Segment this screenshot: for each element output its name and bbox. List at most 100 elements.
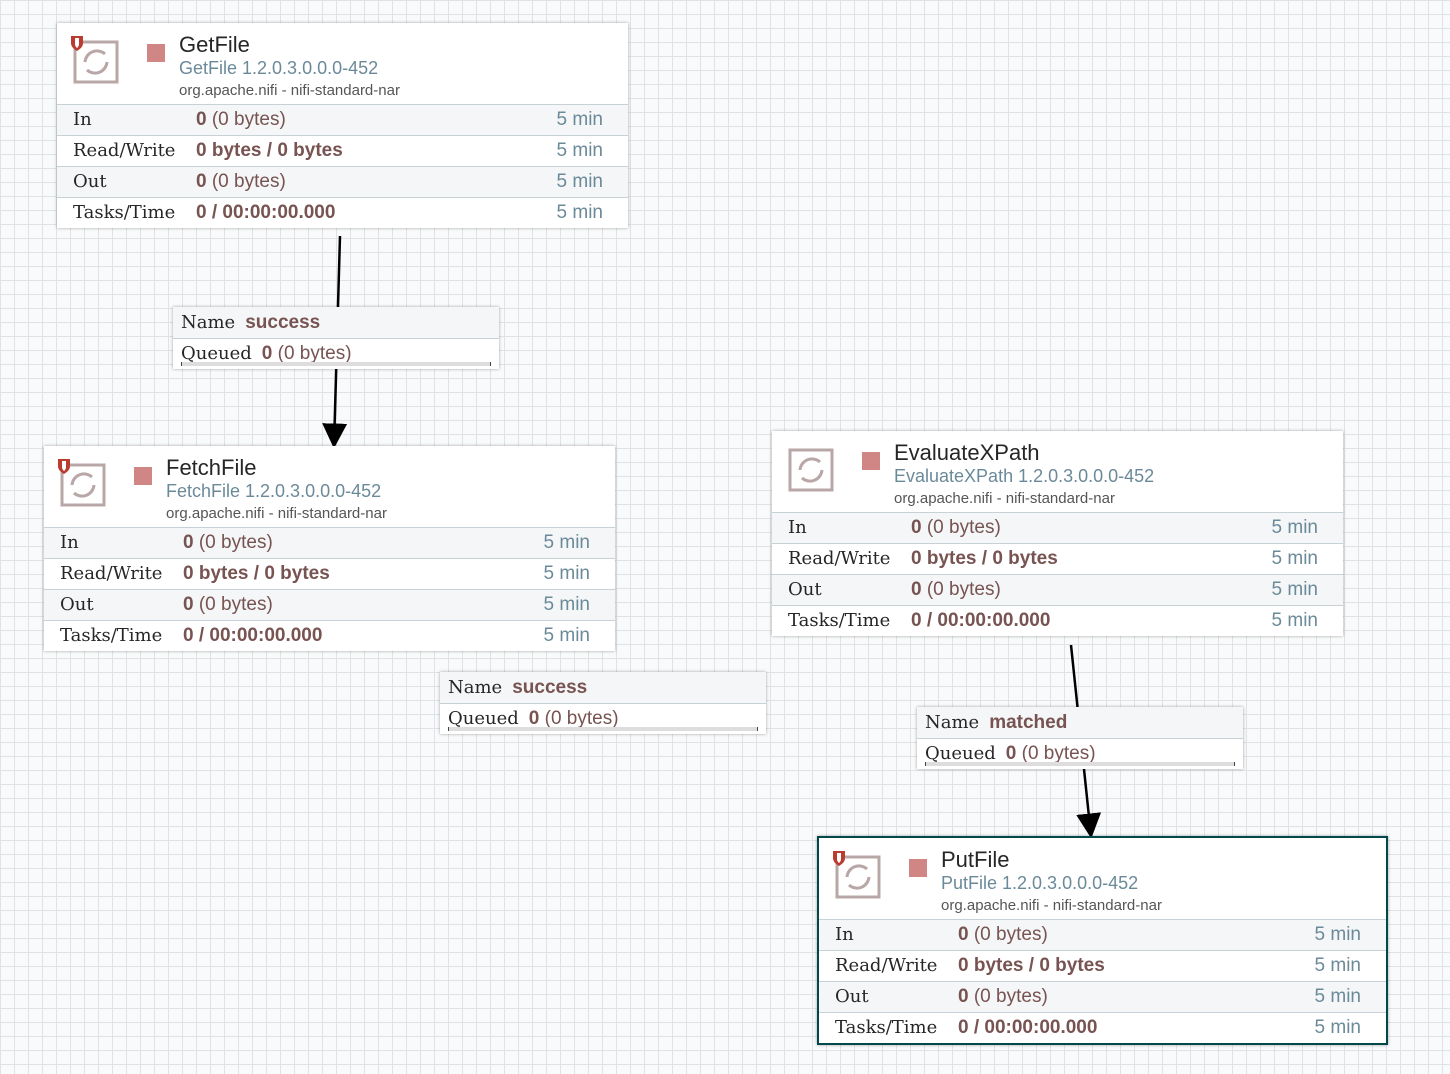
stats-value: 0 / 00:00:00.000 bbox=[183, 621, 322, 651]
stats-time: 5 min bbox=[543, 625, 590, 646]
processor-type: PutFile 1.2.0.3.0.0.0-452 bbox=[941, 873, 1139, 893]
stats-time: 5 min bbox=[1271, 610, 1318, 631]
stats-value-size: (0 bytes) bbox=[206, 171, 286, 192]
stats-time: 5 min bbox=[543, 532, 590, 553]
stats-value-count: 0 bytes / 0 bytes bbox=[958, 955, 1105, 976]
connection-queued-value: 0 (0 bytes) bbox=[262, 343, 352, 364]
stats-value: 0 (0 bytes) bbox=[183, 590, 273, 620]
stopped-status-icon bbox=[147, 44, 165, 62]
stats-label: In bbox=[73, 109, 92, 130]
stats-value-count: 0 / 00:00:00.000 bbox=[911, 610, 1051, 631]
processor-name: PutFile bbox=[941, 847, 1010, 872]
stats-value-size: (0 bytes) bbox=[921, 579, 1001, 600]
processor-type: GetFile 1.2.0.3.0.0.0-452 bbox=[179, 58, 379, 78]
stats-value: 0 (0 bytes) bbox=[911, 575, 1001, 605]
stats-value-size: (0 bytes) bbox=[206, 109, 286, 130]
stats-time: 5 min bbox=[1314, 986, 1361, 1007]
processor-name: EvaluateXPath bbox=[894, 440, 1040, 465]
connection-queued-row: Queued 0 (0 bytes) bbox=[917, 739, 1243, 769]
stats-value: 0 (0 bytes) bbox=[911, 513, 1001, 543]
stats-value-size: (0 bytes) bbox=[968, 986, 1048, 1007]
queue-progress-bar bbox=[925, 762, 1235, 766]
connection-name-label: Name bbox=[181, 312, 236, 333]
connection-name-row: Name matched bbox=[917, 707, 1243, 739]
stats-time: 5 min bbox=[556, 202, 603, 223]
processor-icon bbox=[833, 851, 883, 901]
connection-queued-label: Queued bbox=[925, 743, 996, 764]
stats-label: Tasks/Time bbox=[788, 610, 891, 631]
stats-time: 5 min bbox=[543, 594, 590, 615]
stats-time: 5 min bbox=[1314, 1017, 1361, 1038]
stats-label: Tasks/Time bbox=[835, 1017, 938, 1038]
connection-name: success bbox=[245, 312, 321, 333]
stats-value: 0 / 00:00:00.000 bbox=[958, 1013, 1097, 1043]
stats-time: 5 min bbox=[1271, 579, 1318, 600]
stats-value-count: 0 bbox=[196, 171, 207, 192]
stats-time: 5 min bbox=[543, 563, 590, 584]
stats-time: 5 min bbox=[556, 140, 603, 161]
stats-value: 0 bytes / 0 bytes bbox=[183, 559, 330, 589]
processor-bundle: org.apache.nifi - nifi-standard-nar bbox=[166, 505, 387, 522]
processor-bundle: org.apache.nifi - nifi-standard-nar bbox=[179, 82, 400, 99]
stats-label: Read/Write bbox=[835, 955, 938, 976]
stopped-status-icon bbox=[134, 467, 152, 485]
processor-stats: In 0 (0 bytes) 5 min Read/Write 0 bytes / 0 … bbox=[819, 919, 1386, 1043]
stats-value: 0 bytes / 0 bytes bbox=[196, 136, 343, 166]
stats-row: Tasks/Time 0 / 00:00:00.000 5 min bbox=[772, 605, 1343, 636]
stats-value-size: (0 bytes) bbox=[193, 594, 273, 615]
queue-progress-bar bbox=[181, 362, 491, 366]
processor-bundle: org.apache.nifi - nifi-standard-nar bbox=[941, 897, 1162, 914]
stats-label: Read/Write bbox=[60, 563, 163, 584]
stats-label: Read/Write bbox=[788, 548, 891, 569]
connection-name-label: Name bbox=[448, 677, 503, 698]
stats-label: In bbox=[60, 532, 79, 553]
stats-label: In bbox=[835, 924, 854, 945]
connection-name-row: Name success bbox=[173, 307, 499, 339]
stats-value: 0 (0 bytes) bbox=[183, 528, 273, 558]
connection-queued-value: 0 (0 bytes) bbox=[529, 708, 619, 729]
connection-name: matched bbox=[989, 712, 1068, 733]
stats-value: 0 (0 bytes) bbox=[958, 920, 1048, 950]
stats-value-size: (0 bytes) bbox=[968, 924, 1048, 945]
stats-value-count: 0 bbox=[958, 986, 969, 1007]
processor-icon bbox=[786, 444, 836, 494]
queued-count: 0 bbox=[1005, 743, 1017, 764]
stats-label: Read/Write bbox=[73, 140, 176, 161]
stats-value: 0 (0 bytes) bbox=[196, 167, 286, 197]
stats-value-count: 0 / 00:00:00.000 bbox=[196, 202, 336, 223]
stats-label: In bbox=[788, 517, 807, 538]
processor-type: EvaluateXPath 1.2.0.3.0.0.0-452 bbox=[894, 466, 1155, 486]
stats-time: 5 min bbox=[556, 171, 603, 192]
stats-value: 0 bytes / 0 bytes bbox=[958, 951, 1105, 981]
processor-stats: In 0 (0 bytes) 5 min Read/Write 0 bytes / 0 … bbox=[57, 104, 628, 228]
stats-value: 0 / 00:00:00.000 bbox=[911, 606, 1050, 636]
stats-label: Tasks/Time bbox=[60, 625, 163, 646]
stats-label: Out bbox=[835, 986, 869, 1007]
stats-row: Tasks/Time 0 / 00:00:00.000 5 min bbox=[44, 620, 615, 651]
queued-size: (0 bytes) bbox=[539, 708, 619, 729]
stats-value-count: 0 bytes / 0 bytes bbox=[196, 140, 343, 161]
stats-row: Read/Write 0 bytes / 0 bytes 5 min bbox=[44, 558, 615, 589]
stats-label: Out bbox=[788, 579, 822, 600]
stats-row: Out 0 (0 bytes) 5 min bbox=[772, 574, 1343, 605]
processor-icon bbox=[58, 459, 108, 509]
connection-name-label: Name bbox=[925, 712, 980, 733]
connection-queued-value: 0 (0 bytes) bbox=[1006, 743, 1096, 764]
